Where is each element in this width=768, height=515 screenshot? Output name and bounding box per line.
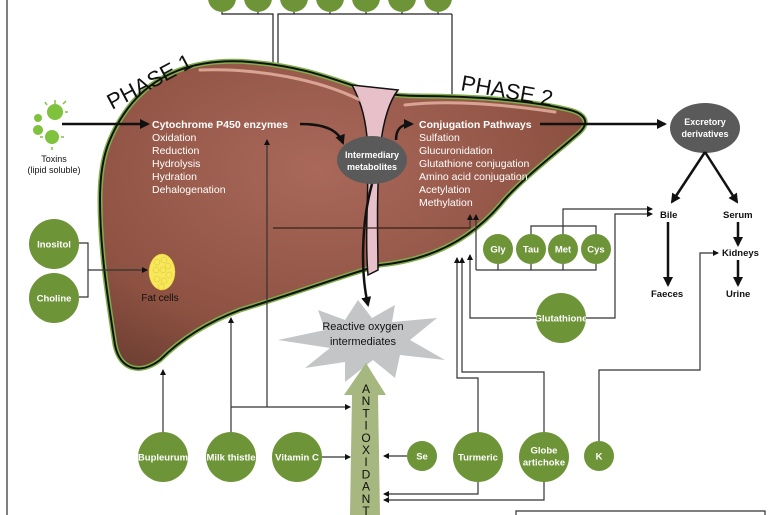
met-label: Met xyxy=(555,245,572,256)
phase2-item: Amino acid conjugation xyxy=(419,171,528,183)
antioxidant-letter: O xyxy=(361,431,370,445)
antioxidant-letter: T xyxy=(362,504,370,515)
intermediary-to-conjugation-arrow xyxy=(394,119,414,141)
cys-node[interactable] xyxy=(581,234,611,264)
cys-label: Cys xyxy=(587,245,604,256)
inositol-label: Inositol xyxy=(37,240,71,251)
top-nutrient-node[interactable] xyxy=(280,0,308,12)
glutathione-label: Glutathione xyxy=(535,314,588,325)
antioxidant-letter: D xyxy=(362,467,371,481)
milk-thistle-label: Milk thistle xyxy=(206,453,255,464)
tau-label: Tau xyxy=(523,245,539,256)
phase2-item: Glucuronidation xyxy=(419,145,493,157)
excretory-node[interactable] xyxy=(670,103,740,153)
faeces-label: Faeces xyxy=(651,289,683,300)
antioxidant-letter: N xyxy=(362,394,371,408)
excretion-arrows xyxy=(663,151,743,287)
gly-node[interactable] xyxy=(483,234,513,264)
phase2-item: Sulfation xyxy=(419,132,460,144)
milk-thistle-node[interactable] xyxy=(206,432,256,482)
top-nutrient-node[interactable] xyxy=(316,0,344,12)
turmeric-node[interactable] xyxy=(453,432,503,482)
met-node[interactable] xyxy=(548,234,578,264)
se-label: Se xyxy=(416,452,428,463)
globe-artichoke-label-1: Globe xyxy=(531,446,558,457)
bupleurum-label: Bupleurum xyxy=(138,453,188,464)
inositol-node[interactable] xyxy=(29,219,79,269)
fat-cells-icon xyxy=(148,253,176,291)
top-nutrients xyxy=(208,0,452,12)
reactive-oxygen-label-1: Reactive oxygen xyxy=(322,321,403,333)
phase2-item: Acetylation xyxy=(419,184,471,196)
turmeric-label: Turmeric xyxy=(458,453,498,464)
kidneys-label: Kidneys xyxy=(722,248,759,259)
tau-node[interactable] xyxy=(516,234,546,264)
top-nutrient-node[interactable] xyxy=(388,0,416,12)
phase1-item: Hydrolysis xyxy=(152,158,200,170)
antioxidant-letter: X xyxy=(362,443,370,457)
phase2-item: Methylation xyxy=(419,197,473,209)
serum-label: Serum xyxy=(723,210,753,221)
phase2-item: Glutathione conjugation xyxy=(419,158,529,170)
k-label: K xyxy=(596,452,603,463)
toxins-label: Toxins xyxy=(41,154,67,164)
reactive-oxygen-star xyxy=(278,300,445,382)
top-nutrient-node[interactable] xyxy=(244,0,272,12)
excretory-label-2: derivatives xyxy=(681,129,728,139)
vitamin-c-node[interactable] xyxy=(272,432,322,482)
phase1-item: Dehalogenation xyxy=(152,184,226,196)
antioxidant-letter: A xyxy=(362,480,370,494)
se-node[interactable] xyxy=(407,441,437,471)
choline-label: Choline xyxy=(37,294,72,305)
p450-to-intermediary-arrow xyxy=(299,122,345,145)
excretory-label-1: Excretory xyxy=(684,117,726,127)
intermediary-label-1: Intermediary xyxy=(345,150,399,160)
bottom-box-edge xyxy=(515,510,766,515)
amino-acids: Gly Tau Met Cys xyxy=(483,234,611,264)
bottom-connectors xyxy=(160,139,719,503)
glutathione-node[interactable] xyxy=(536,293,586,343)
vitamin-c-label: Vitamin C xyxy=(275,453,319,464)
phase1-items: Oxidation Reduction Hydrolysis Hydration… xyxy=(152,132,226,196)
k-node[interactable] xyxy=(584,441,614,471)
top-nutrient-node[interactable] xyxy=(424,0,452,12)
gly-label: Gly xyxy=(490,245,506,256)
globe-artichoke-label-2: artichoke xyxy=(523,458,565,469)
antioxidant-letter: I xyxy=(364,419,367,433)
intermediary-label-2: metabolites xyxy=(347,162,397,172)
bile-label: Bile xyxy=(660,210,677,221)
glutathione-connectors xyxy=(467,211,653,319)
antioxidant-letter: N xyxy=(362,492,371,506)
reactive-oxygen-label-2: intermediates xyxy=(330,336,397,348)
antioxidant-letter: I xyxy=(364,455,367,469)
inositol-choline-connector xyxy=(79,242,147,298)
intermediary-to-reactive-arrow xyxy=(361,183,374,307)
phase1-item: Hydration xyxy=(152,171,197,183)
top-nutrient-node[interactable] xyxy=(352,0,380,12)
fat-cells-label: Fat cells xyxy=(141,293,178,304)
phase1-item: Reduction xyxy=(152,145,199,157)
antioxidant-letter: T xyxy=(362,406,370,420)
intermediary-node[interactable] xyxy=(337,136,407,184)
bupleurum-node[interactable] xyxy=(138,432,188,482)
choline-node[interactable] xyxy=(29,273,79,323)
globe-artichoke-node[interactable] xyxy=(519,432,569,482)
amino-acid-connectors xyxy=(273,206,653,271)
urine-label: Urine xyxy=(726,289,750,300)
antioxidant-arrow xyxy=(344,363,386,515)
virus-cluster-icon xyxy=(33,100,68,150)
toxins-sublabel: (lipid soluble) xyxy=(27,165,80,175)
antioxidant-letter: A xyxy=(362,382,370,396)
top-nutrient-node[interactable] xyxy=(208,0,236,12)
phase1-title: Cytochrome P450 enzymes xyxy=(152,119,288,131)
phase1-item: Oxidation xyxy=(152,132,197,144)
phase2-title: Conjugation Pathways xyxy=(419,119,532,131)
